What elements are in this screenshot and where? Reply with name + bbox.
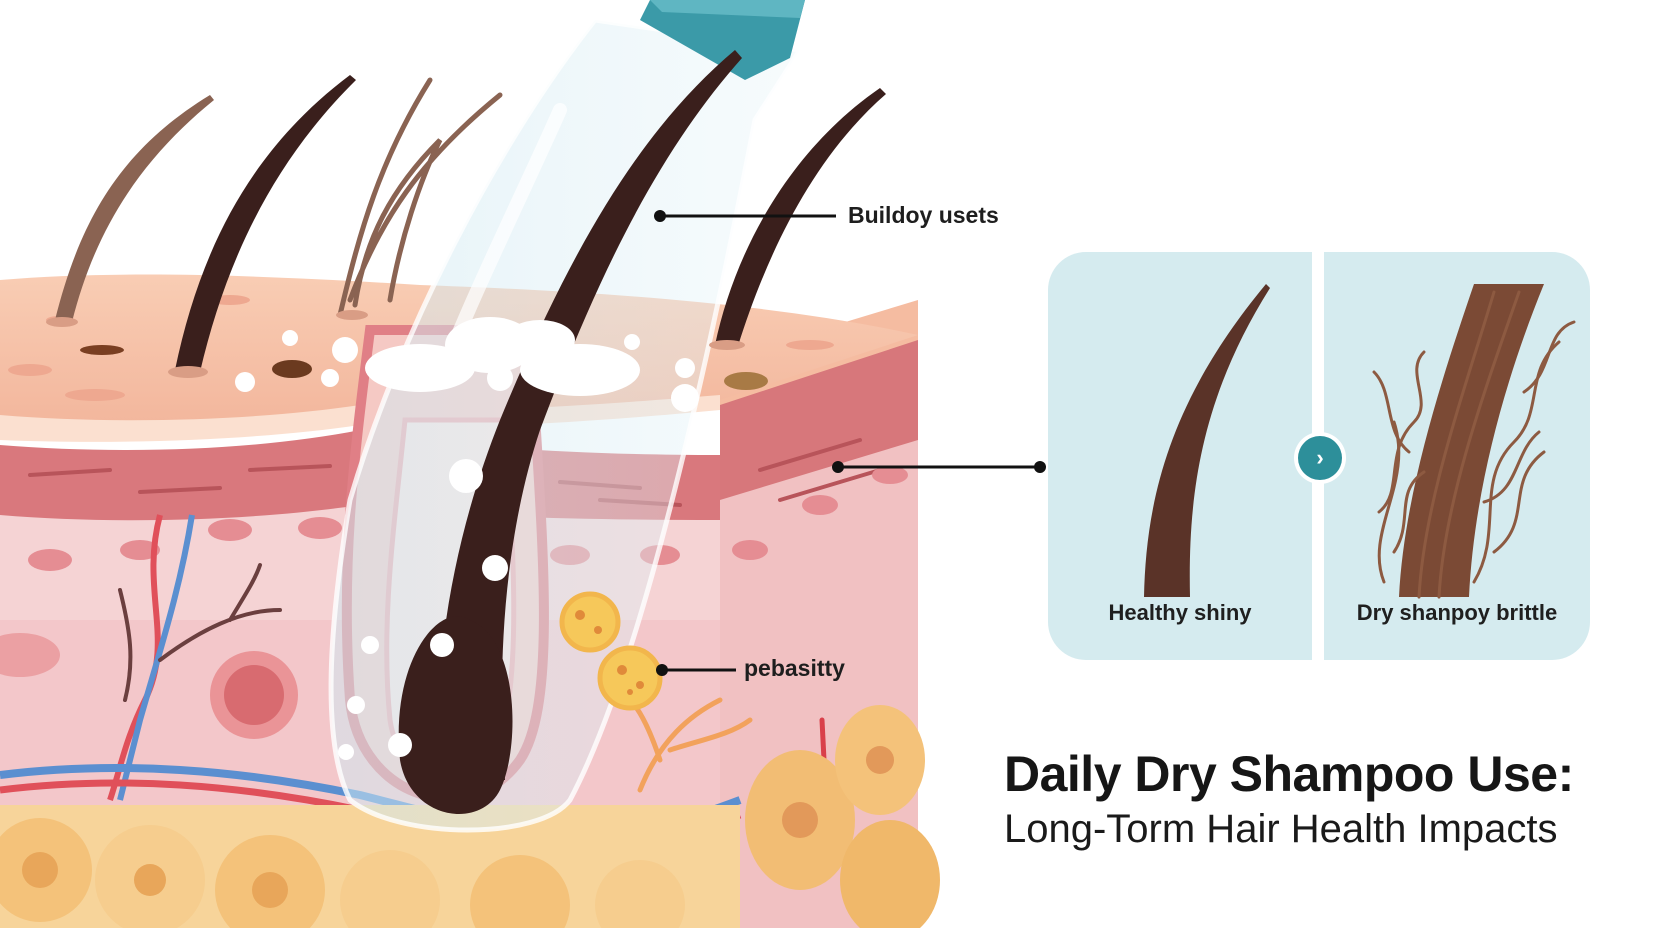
fat-cells [0, 705, 940, 928]
sebum-dot-right [724, 372, 768, 390]
healthy-caption: Healthy shiny [1108, 600, 1252, 625]
callout-sebaceous-line [656, 664, 736, 676]
brittle-hair-illustration [1372, 284, 1576, 599]
page-title: Daily Dry Shampoo Use: [1004, 746, 1574, 802]
hair-strand-damaged [337, 77, 503, 318]
residue-foam [235, 317, 699, 760]
sebum-dot [272, 360, 312, 378]
skin-flake [80, 345, 124, 355]
page-subtitle: Long-Torm Hair Health Impacts [1004, 807, 1558, 851]
sebaceous-gland [559, 591, 663, 711]
hair-bulb [398, 616, 513, 814]
hair-strand-2 [175, 75, 356, 372]
dermis-cells [28, 466, 908, 571]
dry-hair-panel: Dry shanpoy brittle [1324, 252, 1590, 660]
nerve-branch [118, 563, 282, 702]
healthy-hair-panel: Healthy shiny [1048, 252, 1312, 660]
callout-buildup-label: Buildoy usets [848, 202, 999, 228]
callout-sebaceous-label: pebasitty [744, 655, 845, 681]
chevron-right-icon: › [1298, 436, 1342, 480]
title-block: Daily Dry Shampoo Use: Long-Torm Hair He… [1004, 745, 1574, 852]
dry-caption: Dry shanpoy brittle [1356, 600, 1558, 625]
dermis-cell-left [0, 633, 60, 677]
callout-epidermis-line [832, 461, 1046, 473]
healthy-hair-illustration [1144, 284, 1270, 597]
hair-strand-1 [55, 95, 214, 322]
hair-strand-right [715, 88, 886, 346]
vein-vessel [117, 514, 195, 801]
callout-buildup-line [654, 210, 836, 222]
bottle-cap [640, 0, 805, 80]
dermis-cell-nucleus [224, 665, 284, 725]
